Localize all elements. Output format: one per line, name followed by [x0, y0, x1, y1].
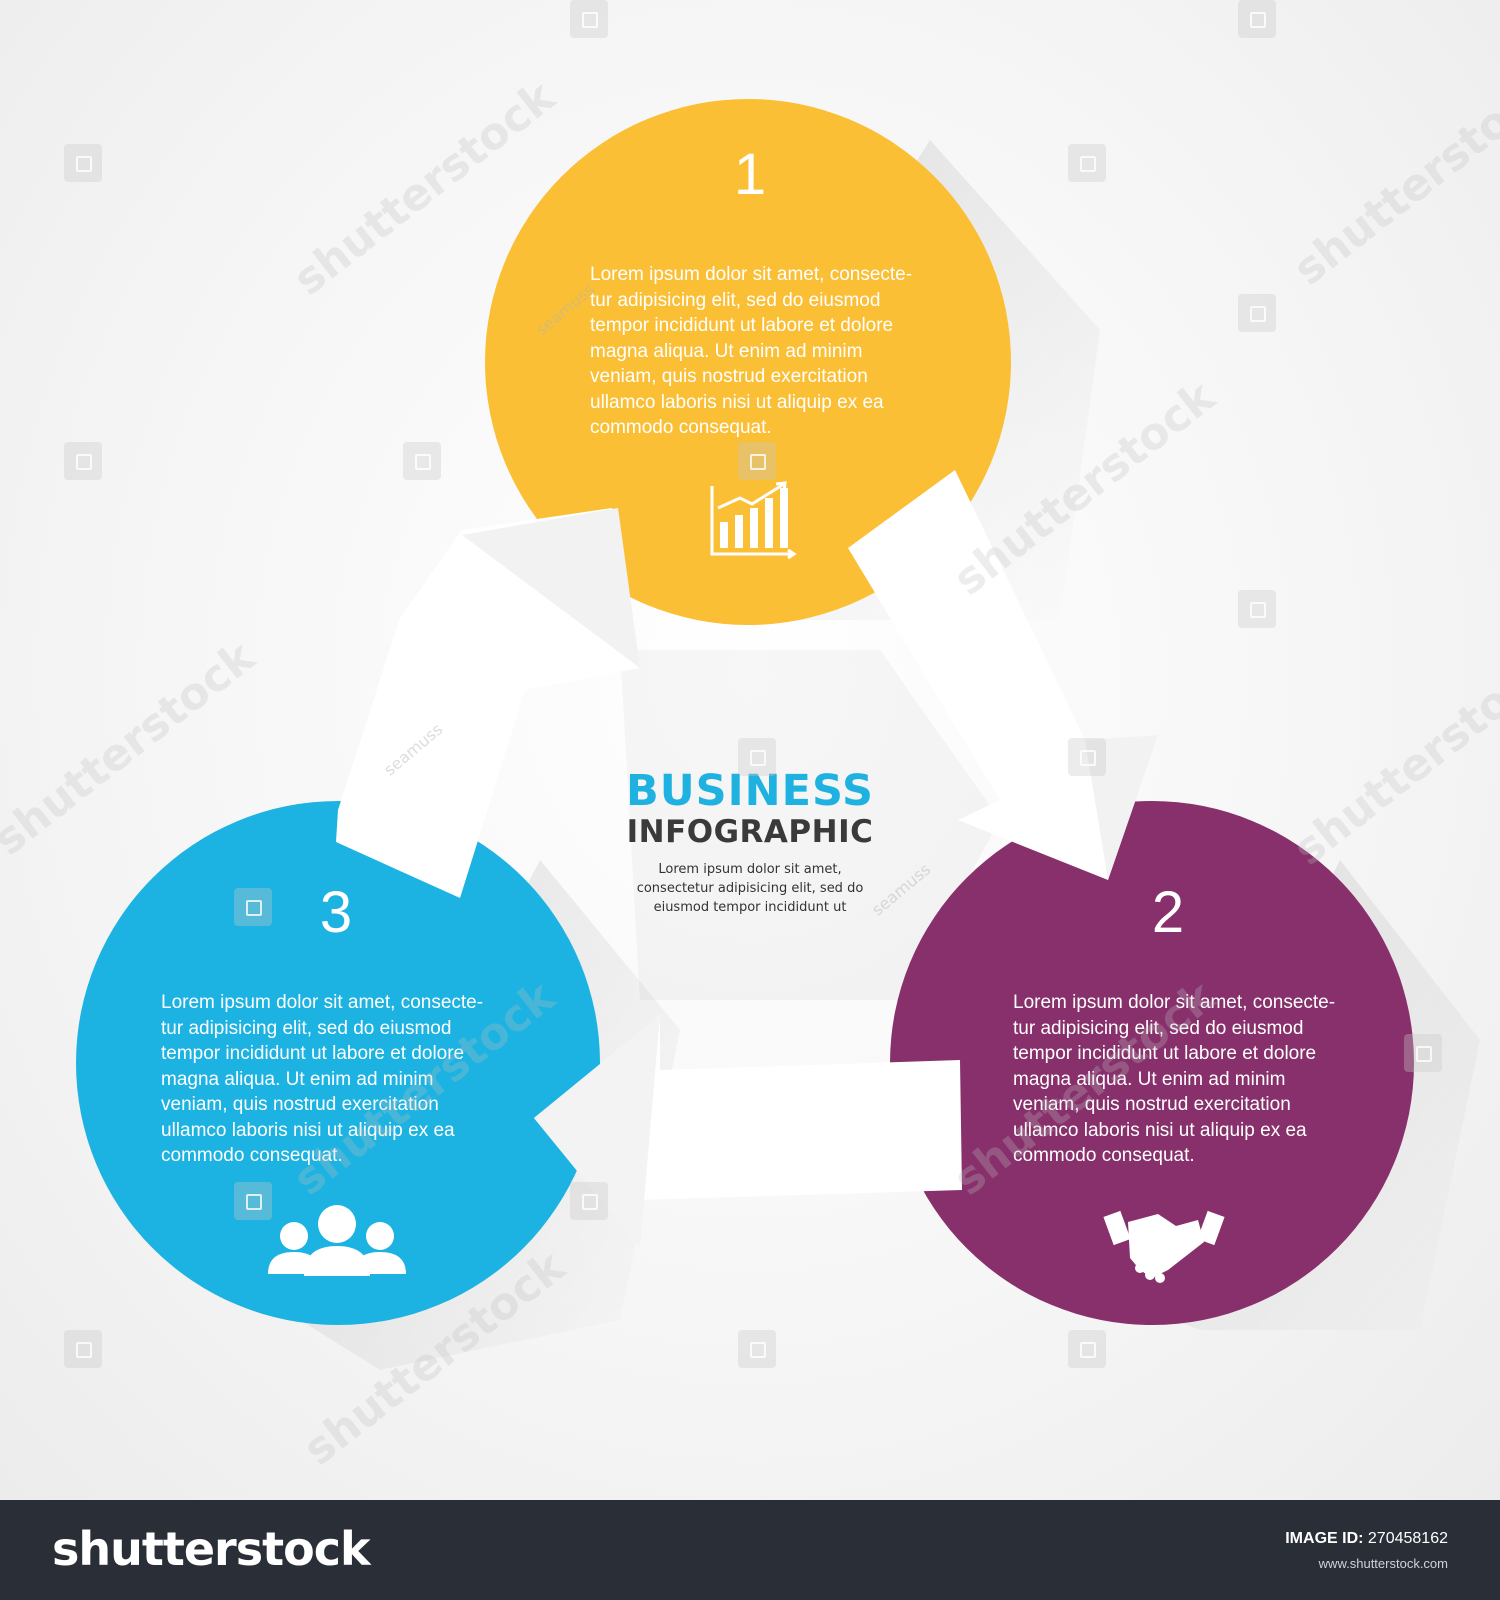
circles-layer [76, 99, 1414, 1325]
step2-text-line: magna aliqua. Ut enim ad minim [1013, 1068, 1286, 1090]
step2-text-line: commodo consequat. [1013, 1145, 1195, 1166]
center-description: Lorem ipsum dolor sit amet, consectetur … [600, 860, 900, 917]
step2-number: 2 [1151, 880, 1185, 945]
watermark-logo [64, 442, 102, 480]
watermark-logo [1068, 1330, 1106, 1368]
step2-circle [890, 801, 1414, 1325]
step2-text-line: tur adipisicing elit, sed do eiusmod [1013, 1017, 1304, 1039]
step1-circle [485, 99, 1011, 625]
watermark-logo [570, 1182, 608, 1220]
arrow-1-to-2 [848, 470, 1158, 880]
icons-layer [0, 0, 1500, 1500]
step3-text-line: veniam, quis nostrud exercitation [161, 1094, 439, 1115]
step1-number: 1 [733, 142, 767, 207]
arrow-3-to-1-head [462, 508, 640, 668]
step3-text-line: tur adipisicing elit, sed do eiusmod [161, 1017, 452, 1039]
step3-text-line: commodo consequat. [161, 1145, 343, 1166]
team-icon [268, 1205, 406, 1276]
arrows-layer [0, 0, 1500, 1500]
step3-number: 3 [319, 880, 353, 945]
step3-circle [76, 801, 600, 1325]
watermark-logo [234, 888, 272, 926]
center-subtitle: INFOGRAPHIC [626, 814, 874, 850]
step3-text: Lorem ipsum dolor sit amet, consecte- tu… [161, 990, 531, 1169]
footer-url: www.shutterstock.com [1318, 1556, 1448, 1571]
footer-id-label: IMAGE ID: [1285, 1530, 1364, 1547]
infographic-canvas: 1 2 3 Lorem ipsum dolor sit amet, consec… [0, 0, 1500, 1500]
step2-text-line: veniam, quis nostrud exercitation [1013, 1094, 1291, 1115]
watermark-logo [64, 144, 102, 182]
watermark-logo [1238, 294, 1276, 332]
step1-text-line: veniam, quis nostrud exercitation [590, 366, 868, 387]
watermark-logo [1068, 738, 1106, 776]
step1-text: Lorem ipsum dolor sit amet, consecte- tu… [590, 262, 960, 441]
watermark-logo [1238, 590, 1276, 628]
handshake-icon [1103, 1210, 1225, 1283]
center-desc-line: consectetur adipisicing elit, sed do [636, 881, 864, 896]
watermark-logo [738, 738, 776, 776]
step2-text: Lorem ipsum dolor sit amet, consecte- tu… [1013, 990, 1383, 1169]
watermark-logo [1404, 1034, 1442, 1072]
step3-text-line: magna aliqua. Ut enim ad minim [161, 1068, 434, 1090]
step1-text-line: ullamco laboris nisi ut aliquip ex ea [590, 391, 884, 413]
footer-logo: shutterstock [52, 1522, 371, 1576]
step1-text-line: commodo consequat. [590, 417, 772, 438]
footer-image-id: IMAGE ID: 270458162 [1285, 1530, 1448, 1548]
center-desc-line: eiusmod tempor incididunt ut [653, 900, 847, 915]
step2-text-line: ullamco laboris nisi ut aliquip ex ea [1013, 1119, 1307, 1141]
step2-text-line: Lorem ipsum dolor sit amet, consecte- [1013, 992, 1336, 1013]
watermark-logo [738, 442, 776, 480]
watermark-logo [738, 1330, 776, 1368]
step3-text-line: Lorem ipsum dolor sit amet, consecte- [161, 992, 484, 1013]
step2-text-line: tempor incididunt ut labore et dolore [1013, 1043, 1317, 1064]
step1-text-line: magna aliqua. Ut enim ad minim [590, 340, 863, 362]
arrow-2-to-3-head [534, 1015, 660, 1248]
arrow-1-to-2-head [1085, 735, 1158, 880]
center-desc-line: Lorem ipsum dolor sit amet, [658, 862, 842, 877]
growth-chart-icon [710, 481, 797, 560]
step3-text-line: ullamco laboris nisi ut aliquip ex ea [161, 1119, 455, 1141]
step1-text-line: tur adipisicing elit, sed do eiusmod [590, 289, 881, 311]
watermark-logo [64, 1330, 102, 1368]
watermark-logo [403, 442, 441, 480]
footer-id-value: 270458162 [1367, 1530, 1448, 1547]
watermark-logo [1068, 144, 1106, 182]
watermark-logo [570, 0, 608, 38]
step3-text-line: tempor incididunt ut labore et dolore [161, 1043, 465, 1064]
step1-text-line: tempor incididunt ut labore et dolore [590, 315, 894, 336]
watermark-logo [1238, 0, 1276, 38]
center-title: BUSINESS [625, 766, 875, 816]
footer-bar: shutterstock IMAGE ID: 270458162 www.shu… [0, 1500, 1500, 1600]
step1-text-line: Lorem ipsum dolor sit amet, consecte- [590, 264, 913, 285]
watermark-logo [234, 1182, 272, 1220]
